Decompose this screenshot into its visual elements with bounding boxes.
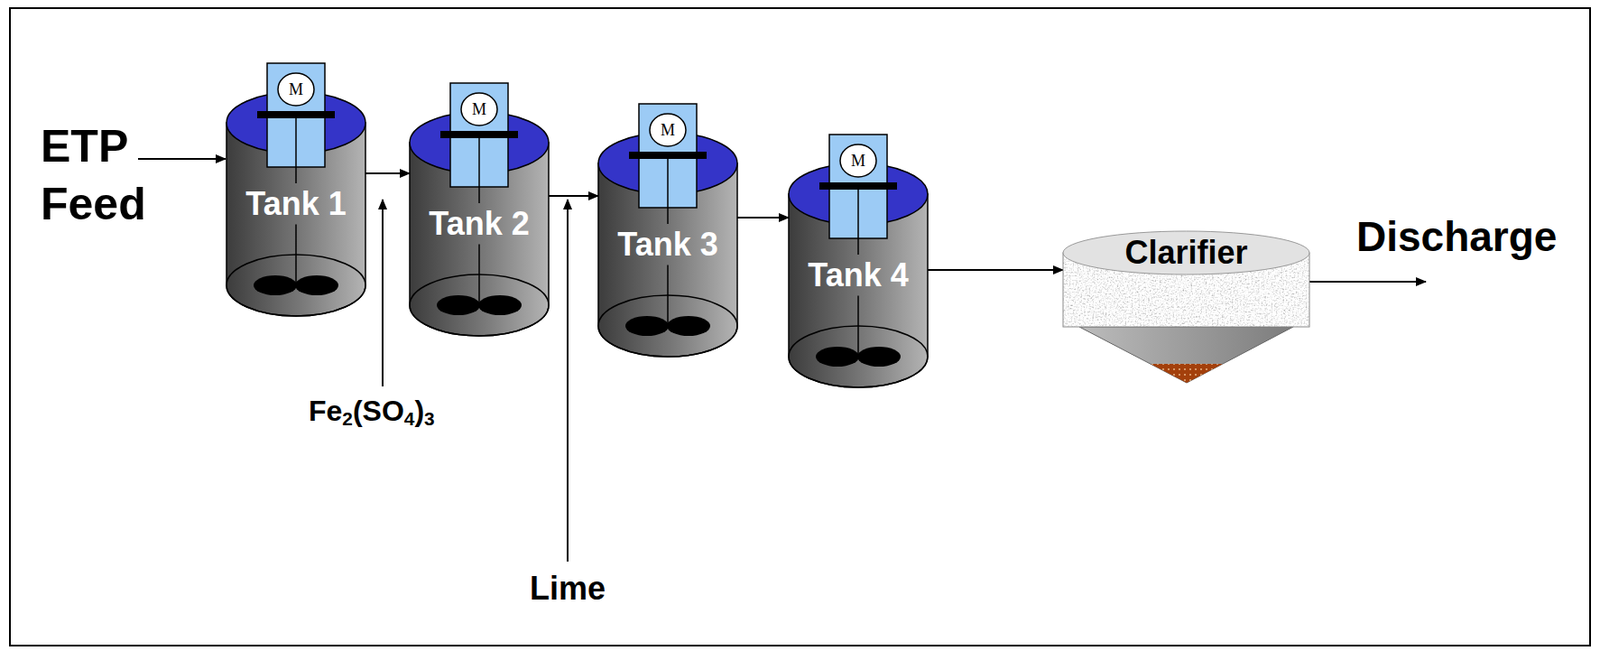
agitator <box>253 63 339 296</box>
motor-symbol-label: M <box>850 151 866 171</box>
flow-arrow <box>365 172 410 175</box>
flow-arrow <box>737 216 789 219</box>
feed-arrow <box>138 157 226 160</box>
tank-label: Tank 4 <box>788 257 928 294</box>
tank-label: Tank 2 <box>409 205 549 242</box>
tank-label: Tank 1 <box>226 185 366 222</box>
stream-label: Lime <box>529 569 606 607</box>
motor-symbol-label: M <box>288 80 304 100</box>
stream-label: ETP Feed <box>40 117 158 233</box>
agitator <box>815 134 901 367</box>
agitator <box>436 83 522 315</box>
stream-label: Discharge <box>1356 212 1557 261</box>
discharge-arrow <box>1309 280 1426 283</box>
tank-label: Tank 3 <box>598 226 738 263</box>
dosing-arrow <box>381 199 384 387</box>
dosing-arrow <box>566 199 569 562</box>
flow-arrow <box>927 268 1064 271</box>
agitator <box>625 103 711 336</box>
flow-arrow <box>548 194 599 197</box>
stream-label: Fe2(SO4)3 <box>308 394 435 428</box>
motor-symbol-label: M <box>471 100 487 120</box>
clarifier: Clarifier <box>1063 231 1310 383</box>
clarifier-label: Clarifier <box>1063 234 1310 271</box>
motor-symbol-label: M <box>660 120 676 140</box>
